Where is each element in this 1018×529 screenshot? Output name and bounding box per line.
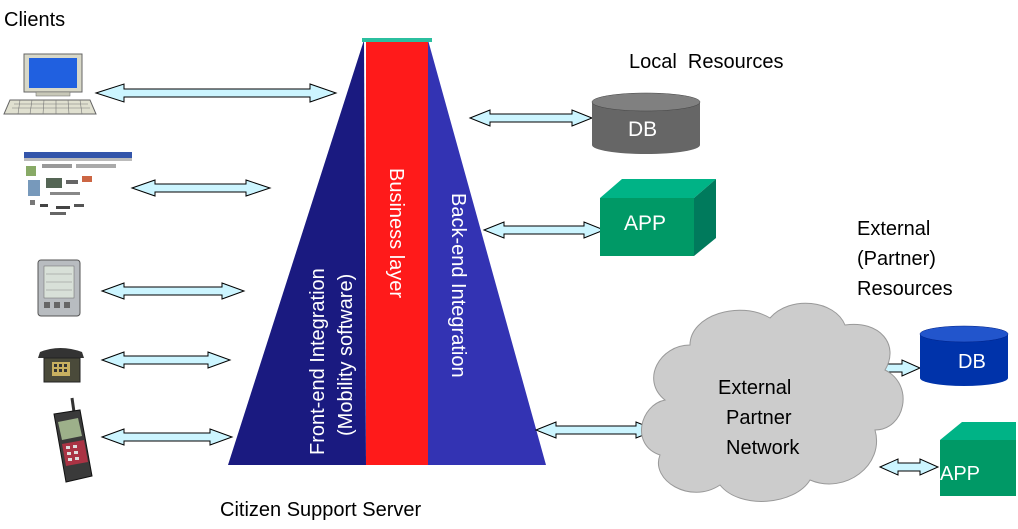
front-end-section xyxy=(228,40,366,465)
external-db-label: DB xyxy=(958,351,986,373)
external-network-label-line1: External xyxy=(718,377,792,399)
local-app-label: APP xyxy=(624,212,667,235)
local-db-label: DB xyxy=(628,118,658,141)
external-app-icon xyxy=(940,422,1016,496)
front-end-label-line2: (Mobility software) xyxy=(335,273,357,436)
local-resources-label: Local Resources xyxy=(629,51,784,73)
front-end-label-line1: Front-end Integration xyxy=(307,268,329,455)
server-label: Citizen Support Server xyxy=(220,499,422,521)
external-network-label-line3: Network xyxy=(726,437,800,459)
external-resources-label-line1: External xyxy=(857,218,931,240)
clients-label: Clients xyxy=(4,9,66,31)
desktop-computer-icon xyxy=(3,53,97,115)
local-db-icon xyxy=(591,92,701,154)
arrow-client-pc xyxy=(94,83,338,103)
pda-icon xyxy=(37,259,81,317)
pyramid-cap xyxy=(362,38,432,42)
external-network-label-line2: Partner xyxy=(726,407,792,429)
mobile-phone-icon xyxy=(53,397,93,483)
web-browser-icon xyxy=(24,152,132,215)
external-db-icon xyxy=(919,325,1009,386)
business-layer-label: Business layer xyxy=(385,168,407,299)
arrow-local-app xyxy=(482,221,606,239)
local-app-icon xyxy=(600,179,716,256)
back-end-section xyxy=(428,40,546,465)
arrow-ext-app xyxy=(878,458,940,476)
external-resources-label-line2: (Partner) xyxy=(857,248,936,270)
arrow-external-network xyxy=(534,421,658,439)
arrow-client-mobile xyxy=(100,428,234,446)
arrow-local-db xyxy=(468,109,594,127)
external-network-cloud-icon xyxy=(641,302,904,502)
telephone-icon xyxy=(38,348,84,383)
arrow-client-web xyxy=(130,179,272,197)
arrow-client-pda xyxy=(100,282,246,300)
arrow-client-phone xyxy=(100,351,232,369)
back-end-label: Back-end Integration xyxy=(447,193,469,378)
external-resources-label-line3: Resources xyxy=(857,278,953,300)
business-layer-section xyxy=(366,40,428,465)
external-app-label: APP xyxy=(940,463,981,485)
